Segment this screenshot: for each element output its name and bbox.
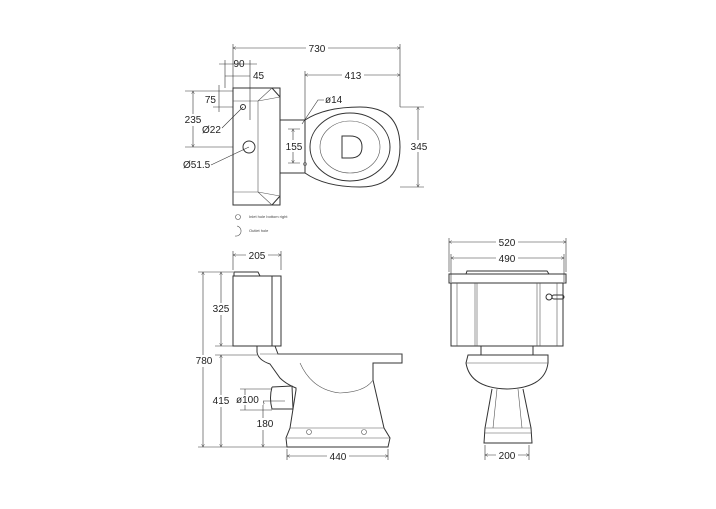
legend-outlet: Outlet hole: [249, 228, 269, 233]
inlet-hole: [240, 104, 246, 110]
flush-handle: [545, 293, 565, 301]
dim-415: 415: [213, 396, 230, 407]
dim-inlet-diameter: Ø22: [202, 125, 221, 136]
legend: Inlet hole bottom right Outlet hole: [234, 214, 288, 237]
dim-325: 325: [213, 304, 230, 315]
front-view: 520 490 200: [448, 237, 567, 462]
dim-outlet-diameter: Ø51.5: [183, 160, 211, 171]
dim-345: 345: [411, 142, 428, 153]
top-view: 730 413 90 45 75 235 Ø22 Ø51.5 ø14 155 3…: [183, 43, 428, 237]
pan-plan: [280, 106, 401, 188]
dim-730: 730: [309, 44, 326, 55]
open-circle-icon: [234, 225, 242, 237]
dim-fixing-hole: ø14: [325, 95, 343, 106]
outlet-hole: [242, 140, 256, 154]
dim-780: 780: [196, 356, 213, 367]
dim-45: 45: [253, 71, 265, 82]
dim-outlet-diameter: ø100: [236, 395, 259, 406]
dim-200: 200: [499, 451, 516, 462]
seat-logo-d: [341, 135, 363, 159]
small-circle-icon: [235, 214, 241, 220]
dim-440: 440: [330, 452, 347, 463]
dim-413: 413: [345, 71, 362, 82]
dim-155: 155: [286, 142, 303, 153]
dim-205: 205: [249, 251, 266, 262]
fixing-hole: [303, 162, 307, 166]
dim-180: 180: [257, 419, 274, 430]
cistern-plan: [232, 87, 281, 206]
dim-490: 490: [499, 254, 516, 265]
dim-90: 90: [233, 59, 245, 70]
dim-235: 235: [185, 115, 202, 126]
legend-inlet: Inlet hole bottom right: [249, 214, 288, 219]
dim-520: 520: [499, 238, 516, 249]
dim-75: 75: [205, 95, 217, 106]
cistern-side: [232, 275, 282, 347]
outlet-spigot: [270, 385, 294, 410]
side-view: 205 780 325 415 ø100 180 440: [196, 250, 403, 463]
